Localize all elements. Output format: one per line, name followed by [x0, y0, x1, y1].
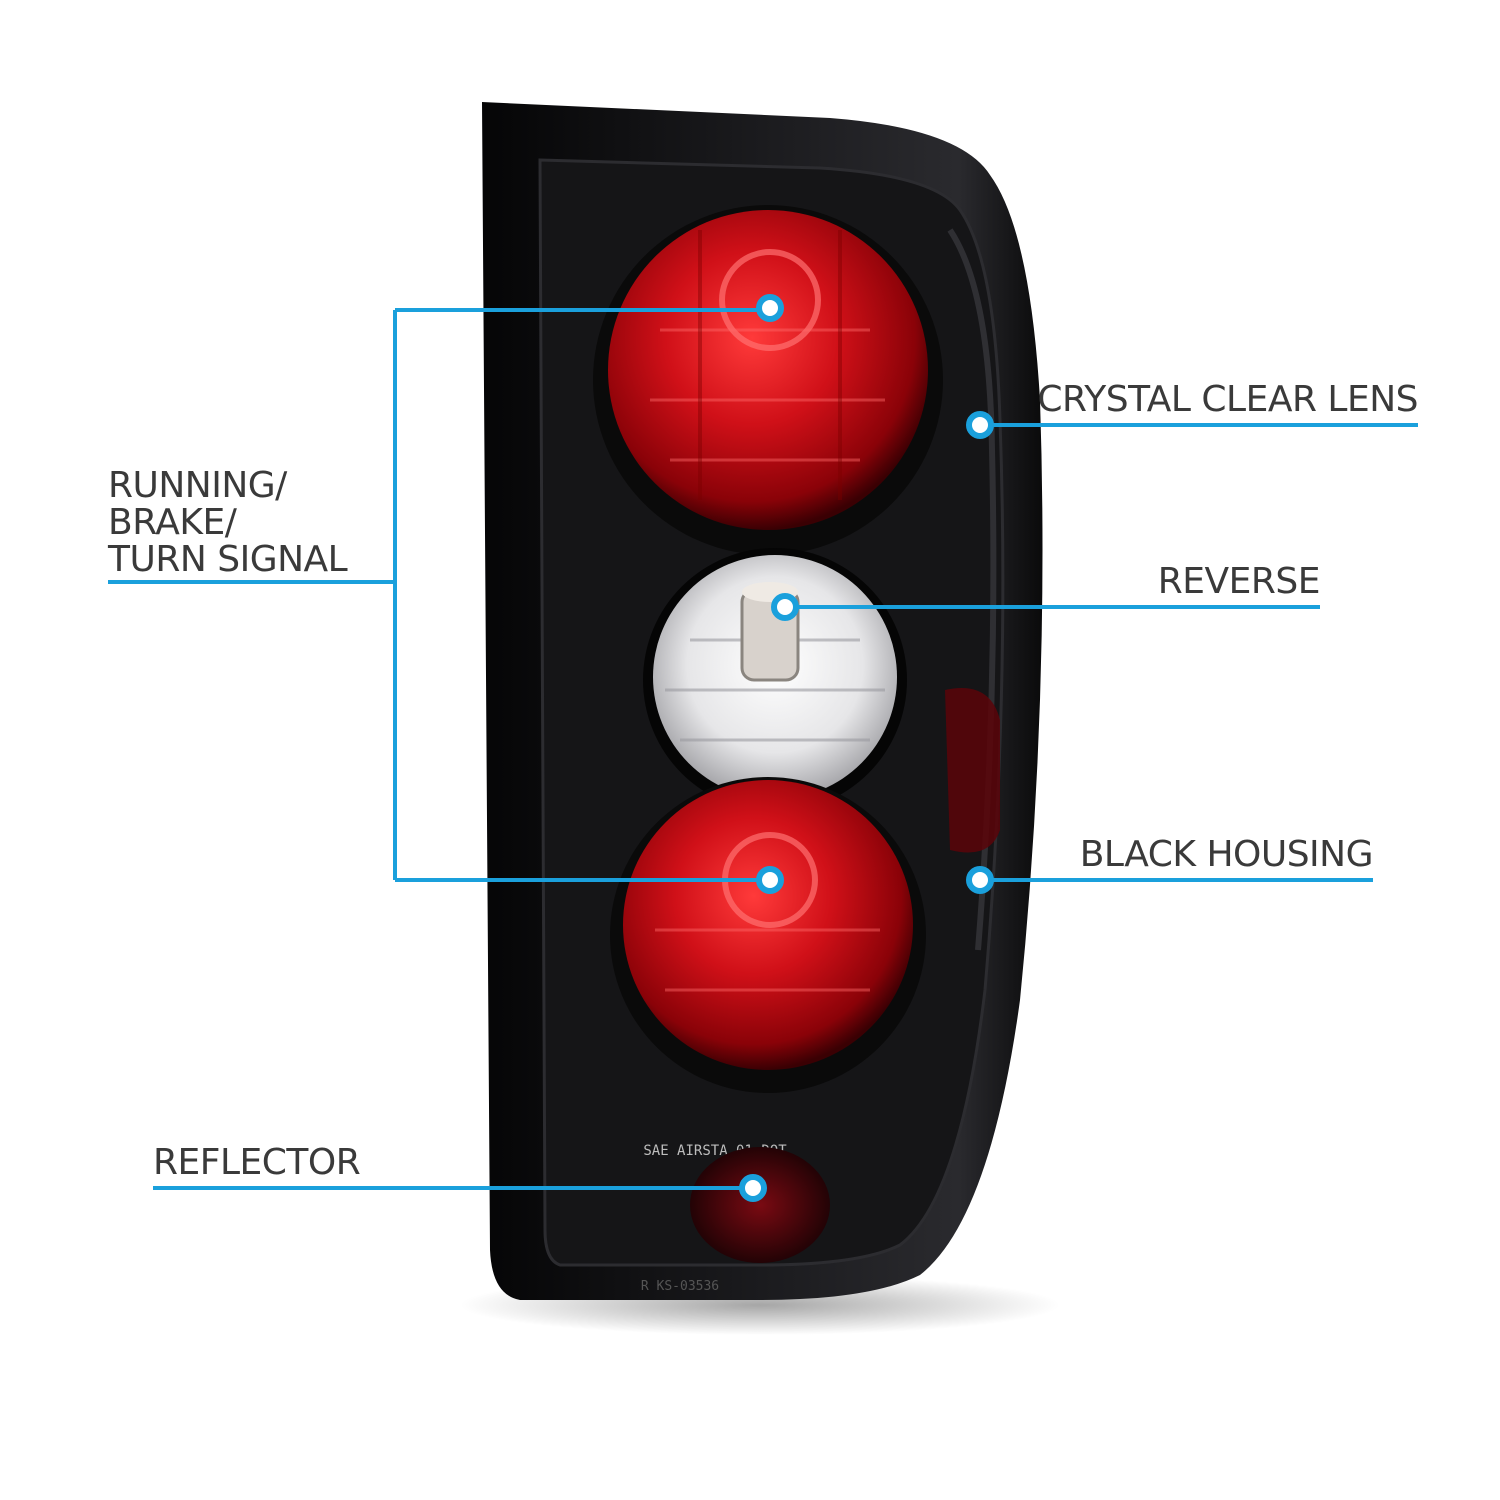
label-black-housing: BLACK HOUSING	[1079, 834, 1374, 875]
lens-marking-bottom: R KS-03536	[641, 1279, 719, 1294]
running-brake-bracket	[108, 308, 770, 882]
label-reverse: REVERSE	[1157, 561, 1321, 602]
dot-crystal-clear-lens	[966, 411, 994, 439]
label-crystal-clear-lens: CRYSTAL CLEAR LENS	[1037, 379, 1418, 420]
dot-black-housing	[966, 866, 994, 894]
running-brake-lens-top	[593, 205, 943, 555]
reflector-lens	[690, 1147, 830, 1263]
label-running-brake-turn: RUNNING/ BRAKE/ TURN SIGNAL	[108, 465, 348, 580]
dot-running-bottom	[756, 866, 784, 894]
side-marker	[945, 688, 1000, 853]
callout-lines	[108, 308, 1418, 1190]
dot-running-top	[756, 294, 784, 322]
reverse-lens	[643, 548, 907, 812]
dot-reverse	[771, 593, 799, 621]
label-running-line-3: TURN SIGNAL	[108, 539, 348, 580]
callout-dots	[739, 294, 994, 1202]
label-reflector: REFLECTOR	[153, 1142, 361, 1183]
label-running-line-2: BRAKE/	[108, 502, 237, 543]
label-running-line-1: RUNNING/	[108, 465, 287, 506]
dot-reflector	[739, 1174, 767, 1202]
running-brake-lens-bottom	[610, 777, 926, 1093]
